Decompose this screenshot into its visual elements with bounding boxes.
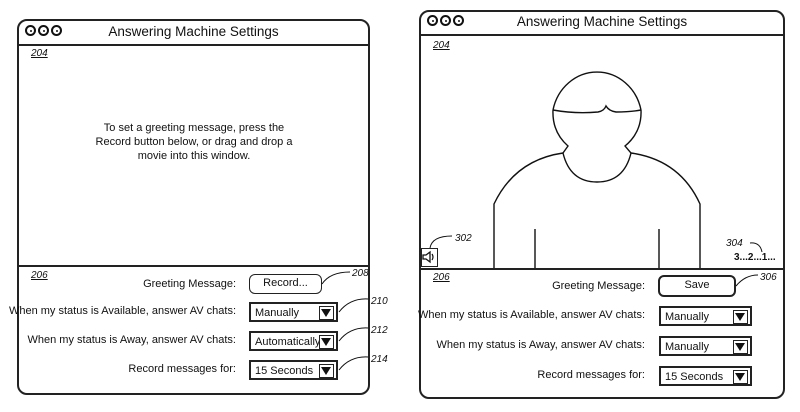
greeting-label: Greeting Message:	[552, 280, 645, 292]
close-window-button[interactable]	[25, 25, 36, 36]
available-label: When my status is Available, answer AV c…	[8, 305, 236, 317]
away-label: When my status is Away, answer AV chats:	[27, 334, 236, 346]
ref-countdown: 304	[726, 238, 743, 249]
window-title: Answering Machine Settings	[516, 14, 688, 29]
ref-video-area: 204	[31, 48, 48, 59]
dropdown-arrow-icon[interactable]	[733, 340, 748, 354]
window-title: Answering Machine Settings	[108, 24, 279, 39]
window-controls	[427, 15, 464, 26]
record-button[interactable]: Record...	[249, 274, 322, 294]
ref-away-select: 212	[371, 325, 388, 336]
ref-speaker: 302	[455, 233, 472, 244]
record-duration-value: 15 Seconds	[255, 365, 314, 377]
record-duration-select[interactable]: 15 Seconds	[249, 360, 338, 380]
available-value: Manually	[665, 311, 710, 323]
zoom-window-button[interactable]	[51, 25, 62, 36]
dropdown-arrow-icon[interactable]	[733, 310, 748, 324]
title-bar: Answering Machine Settings	[421, 12, 783, 36]
countdown-text: 3...2...1...	[734, 252, 776, 263]
away-label: When my status is Away, answer AV chats:	[436, 339, 645, 351]
close-window-button[interactable]	[427, 15, 438, 26]
ref-record-button: 208	[352, 268, 369, 279]
away-value: Manually	[665, 341, 710, 353]
ref-settings-area: 206	[433, 272, 450, 283]
ref-save-button: 306	[760, 272, 777, 283]
minimize-window-button[interactable]	[440, 15, 451, 26]
ref-record-select: 214	[371, 354, 388, 365]
speaker-icon[interactable]	[421, 248, 438, 267]
ref-available-select: 210	[371, 296, 388, 307]
left-window: Answering Machine Settings 204 To set a …	[17, 19, 370, 395]
dropdown-arrow-icon[interactable]	[733, 370, 748, 384]
away-select[interactable]: Manually	[659, 336, 752, 356]
dropdown-arrow-icon[interactable]	[319, 306, 334, 320]
dropdown-arrow-icon[interactable]	[319, 364, 334, 378]
window-controls	[25, 25, 62, 36]
zoom-window-button[interactable]	[453, 15, 464, 26]
record-duration-label: Record messages for:	[128, 363, 236, 375]
save-button[interactable]: Save	[658, 275, 736, 297]
greeting-label: Greeting Message:	[143, 278, 236, 290]
record-duration-select[interactable]: 15 Seconds	[659, 366, 752, 386]
away-value: Automatically	[255, 336, 321, 348]
dropdown-arrow-icon[interactable]	[319, 335, 334, 349]
available-value: Manually	[255, 307, 300, 319]
right-window: Answering Machine Settings 204 206	[419, 10, 785, 399]
section-divider	[19, 265, 368, 267]
available-label: When my status is Available, answer AV c…	[417, 309, 645, 321]
ref-video-area: 204	[433, 40, 450, 51]
section-divider	[421, 268, 783, 270]
ref-settings-area: 206	[31, 270, 48, 281]
available-select[interactable]: Manually	[249, 302, 338, 322]
minimize-window-button[interactable]	[38, 25, 49, 36]
speaker-glyph-icon	[422, 250, 434, 264]
available-select[interactable]: Manually	[659, 306, 752, 326]
record-duration-value: 15 Seconds	[665, 371, 724, 383]
drop-instructions: To set a greeting message, press the Rec…	[95, 122, 293, 162]
record-duration-label: Record messages for:	[537, 369, 645, 381]
away-select[interactable]: Automatically	[249, 331, 338, 351]
title-bar: Answering Machine Settings	[19, 21, 368, 46]
